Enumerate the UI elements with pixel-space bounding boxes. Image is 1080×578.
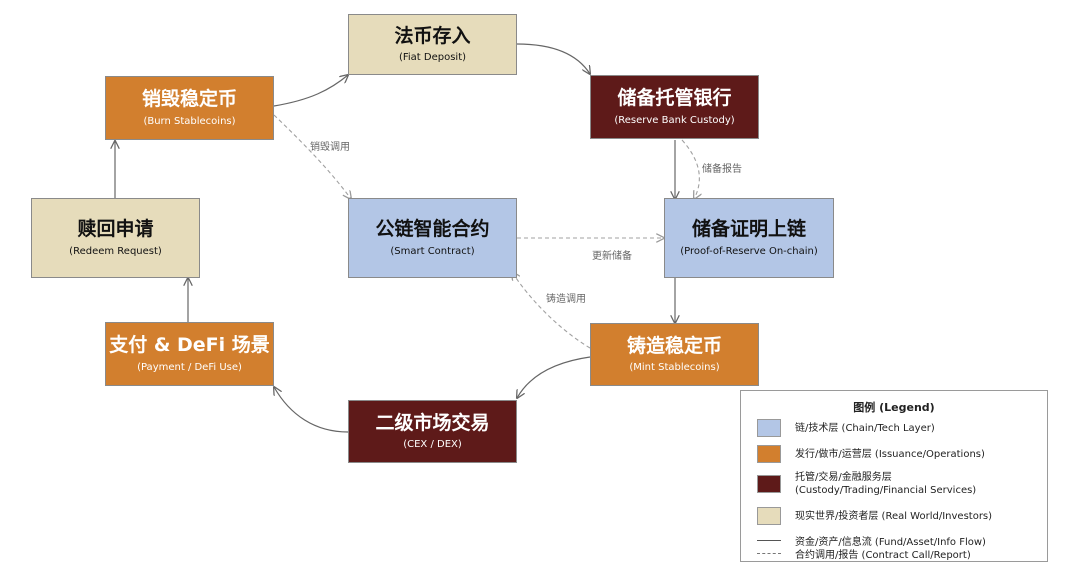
legend-text-issuance: 发行/做市/运营层 (Issuance/Operations) bbox=[795, 448, 985, 460]
legend-solid-line bbox=[757, 540, 781, 541]
node-title: 赎回申请 bbox=[77, 218, 154, 241]
node-title: 储备证明上链 bbox=[691, 218, 806, 241]
edge-fiat-to-reserve bbox=[516, 43, 590, 74]
legend-text-dashed-line: 合约调用/报告 (Contract Call/Report) bbox=[795, 550, 971, 561]
node-mint-stablecoins: 铸造稳定币 (Mint Stablecoins) bbox=[590, 323, 759, 386]
node-subtitle: (Fiat Deposit) bbox=[398, 52, 467, 64]
node-fiat-deposit: 法币存入 (Fiat Deposit) bbox=[348, 14, 517, 75]
node-burn-stablecoins: 销毁稳定币 (Burn Stablecoins) bbox=[105, 76, 274, 140]
node-title: 公链智能合约 bbox=[375, 218, 490, 241]
node-subtitle: (Payment / DeFi Use) bbox=[137, 361, 242, 373]
legend-text-real-world: 现实世界/投资者层 (Real World/Investors) bbox=[795, 510, 993, 522]
label-reserve-report: 储备报告 bbox=[702, 164, 742, 175]
legend-item-real-world: 现实世界/投资者层 (Real World/Investors) bbox=[757, 507, 992, 525]
node-title: 二级市场交易 bbox=[375, 411, 490, 434]
edge-reserve-report bbox=[681, 139, 699, 199]
legend-item-chain: 链/技术层 (Chain/Tech Layer) bbox=[757, 419, 935, 437]
legend-swatch-real-world bbox=[757, 507, 781, 525]
legend-item-solid-line: 资金/资产/信息流 (Fund/Asset/Info Flow) bbox=[757, 533, 986, 548]
node-subtitle: (Mint Stablecoins) bbox=[629, 362, 720, 374]
node-subtitle: (Proof-of-Reserve On-chain) bbox=[680, 245, 818, 257]
node-title: 法币存入 bbox=[394, 24, 471, 47]
node-reserve-bank: 储备托管银行 (Reserve Bank Custody) bbox=[590, 75, 759, 139]
node-proof-of-reserve: 储备证明上链 (Proof-of-Reserve On-chain) bbox=[664, 198, 834, 278]
node-subtitle: (Burn Stablecoins) bbox=[143, 115, 236, 127]
legend-dashed-line bbox=[757, 553, 781, 554]
legend-swatch-chain bbox=[757, 419, 781, 437]
legend-swatch-custody bbox=[757, 475, 781, 493]
node-subtitle: (CEX / DEX) bbox=[403, 439, 462, 451]
label-mint-call: 铸造调用 bbox=[546, 294, 586, 305]
edge-mint-to-secondary bbox=[517, 356, 591, 398]
legend-text-custody: 托管/交易/金融服务层 (Custody/Trading/Financial S… bbox=[795, 472, 977, 496]
node-title: 储备托管银行 bbox=[617, 87, 732, 110]
label-burn-call: 销毁调用 bbox=[310, 142, 350, 153]
legend-item-issuance: 发行/做市/运营层 (Issuance/Operations) bbox=[757, 445, 985, 463]
legend-item-dashed-line: 合约调用/报告 (Contract Call/Report) bbox=[757, 546, 971, 561]
edge-burn-call bbox=[273, 114, 351, 199]
legend-title: 图例 (Legend) bbox=[853, 401, 935, 414]
node-redeem-request: 赎回申请 (Redeem Request) bbox=[31, 198, 200, 278]
node-subtitle: (Reserve Bank Custody) bbox=[614, 114, 735, 126]
legend-item-custody: 托管/交易/金融服务层 (Custody/Trading/Financial S… bbox=[757, 471, 976, 497]
legend: 图例 (Legend) 链/技术层 (Chain/Tech Layer) 发行/… bbox=[740, 390, 1048, 562]
node-title: 销毁稳定币 bbox=[141, 88, 237, 111]
edge-burn-to-fiat bbox=[273, 75, 348, 107]
node-subtitle: (Redeem Request) bbox=[69, 245, 162, 257]
legend-text-chain: 链/技术层 (Chain/Tech Layer) bbox=[795, 422, 935, 434]
node-title: 铸造稳定币 bbox=[626, 334, 722, 357]
label-update-reserve: 更新储备 bbox=[592, 251, 632, 262]
edge-mint-call bbox=[512, 272, 591, 349]
node-subtitle: (Smart Contract) bbox=[390, 245, 475, 257]
edge-secondary-to-payment bbox=[274, 387, 349, 433]
node-secondary-market: 二级市场交易 (CEX / DEX) bbox=[348, 400, 517, 463]
node-payment-defi: 支付 & DeFi 场景 (Payment / DeFi Use) bbox=[105, 322, 274, 386]
node-smart-contract: 公链智能合约 (Smart Contract) bbox=[348, 198, 517, 278]
node-title: 支付 & DeFi 场景 bbox=[109, 334, 270, 357]
legend-swatch-issuance bbox=[757, 445, 781, 463]
legend-text-solid-line: 资金/资产/信息流 (Fund/Asset/Info Flow) bbox=[795, 537, 986, 548]
